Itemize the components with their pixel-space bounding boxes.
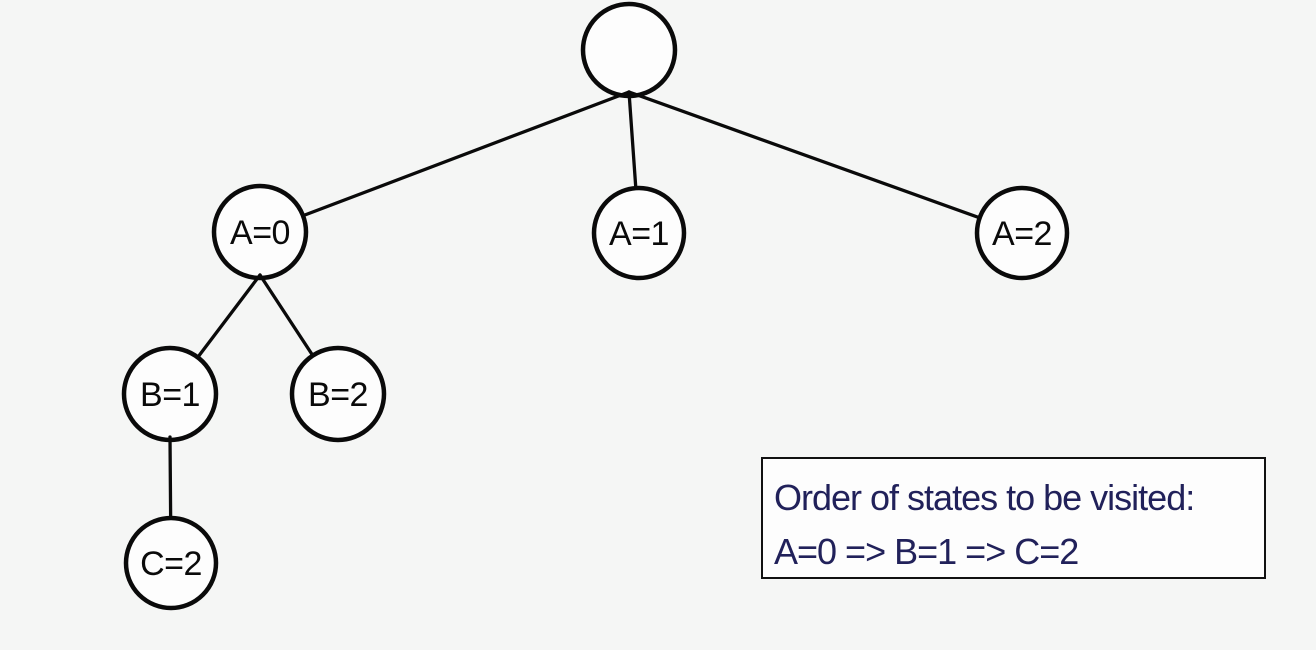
tree-node-c2 bbox=[123, 515, 219, 611]
note-line-2: A=0 => B=1 => C=2 bbox=[774, 531, 1078, 572]
tree-node-a1 bbox=[591, 185, 687, 281]
tree-node-a1-label: A=1 bbox=[609, 215, 669, 253]
note-line-1: Order of states to be visited: bbox=[774, 477, 1194, 518]
edge-root-a2 bbox=[627, 90, 1024, 235]
note-box bbox=[761, 457, 1266, 579]
tree-node-b2-label: B=2 bbox=[308, 376, 368, 414]
tree-node-a0-label: A=0 bbox=[230, 214, 290, 252]
tree-node-a2-label: A=2 bbox=[992, 215, 1052, 253]
edge-root-a0 bbox=[258, 90, 631, 234]
tree-node-b2 bbox=[289, 345, 387, 443]
tree-node-a2 bbox=[974, 185, 1070, 281]
tree-node-c2-label: C=2 bbox=[140, 545, 202, 583]
tree-node-root bbox=[580, 1, 678, 99]
tree-node-b1-label: B=1 bbox=[140, 376, 200, 414]
